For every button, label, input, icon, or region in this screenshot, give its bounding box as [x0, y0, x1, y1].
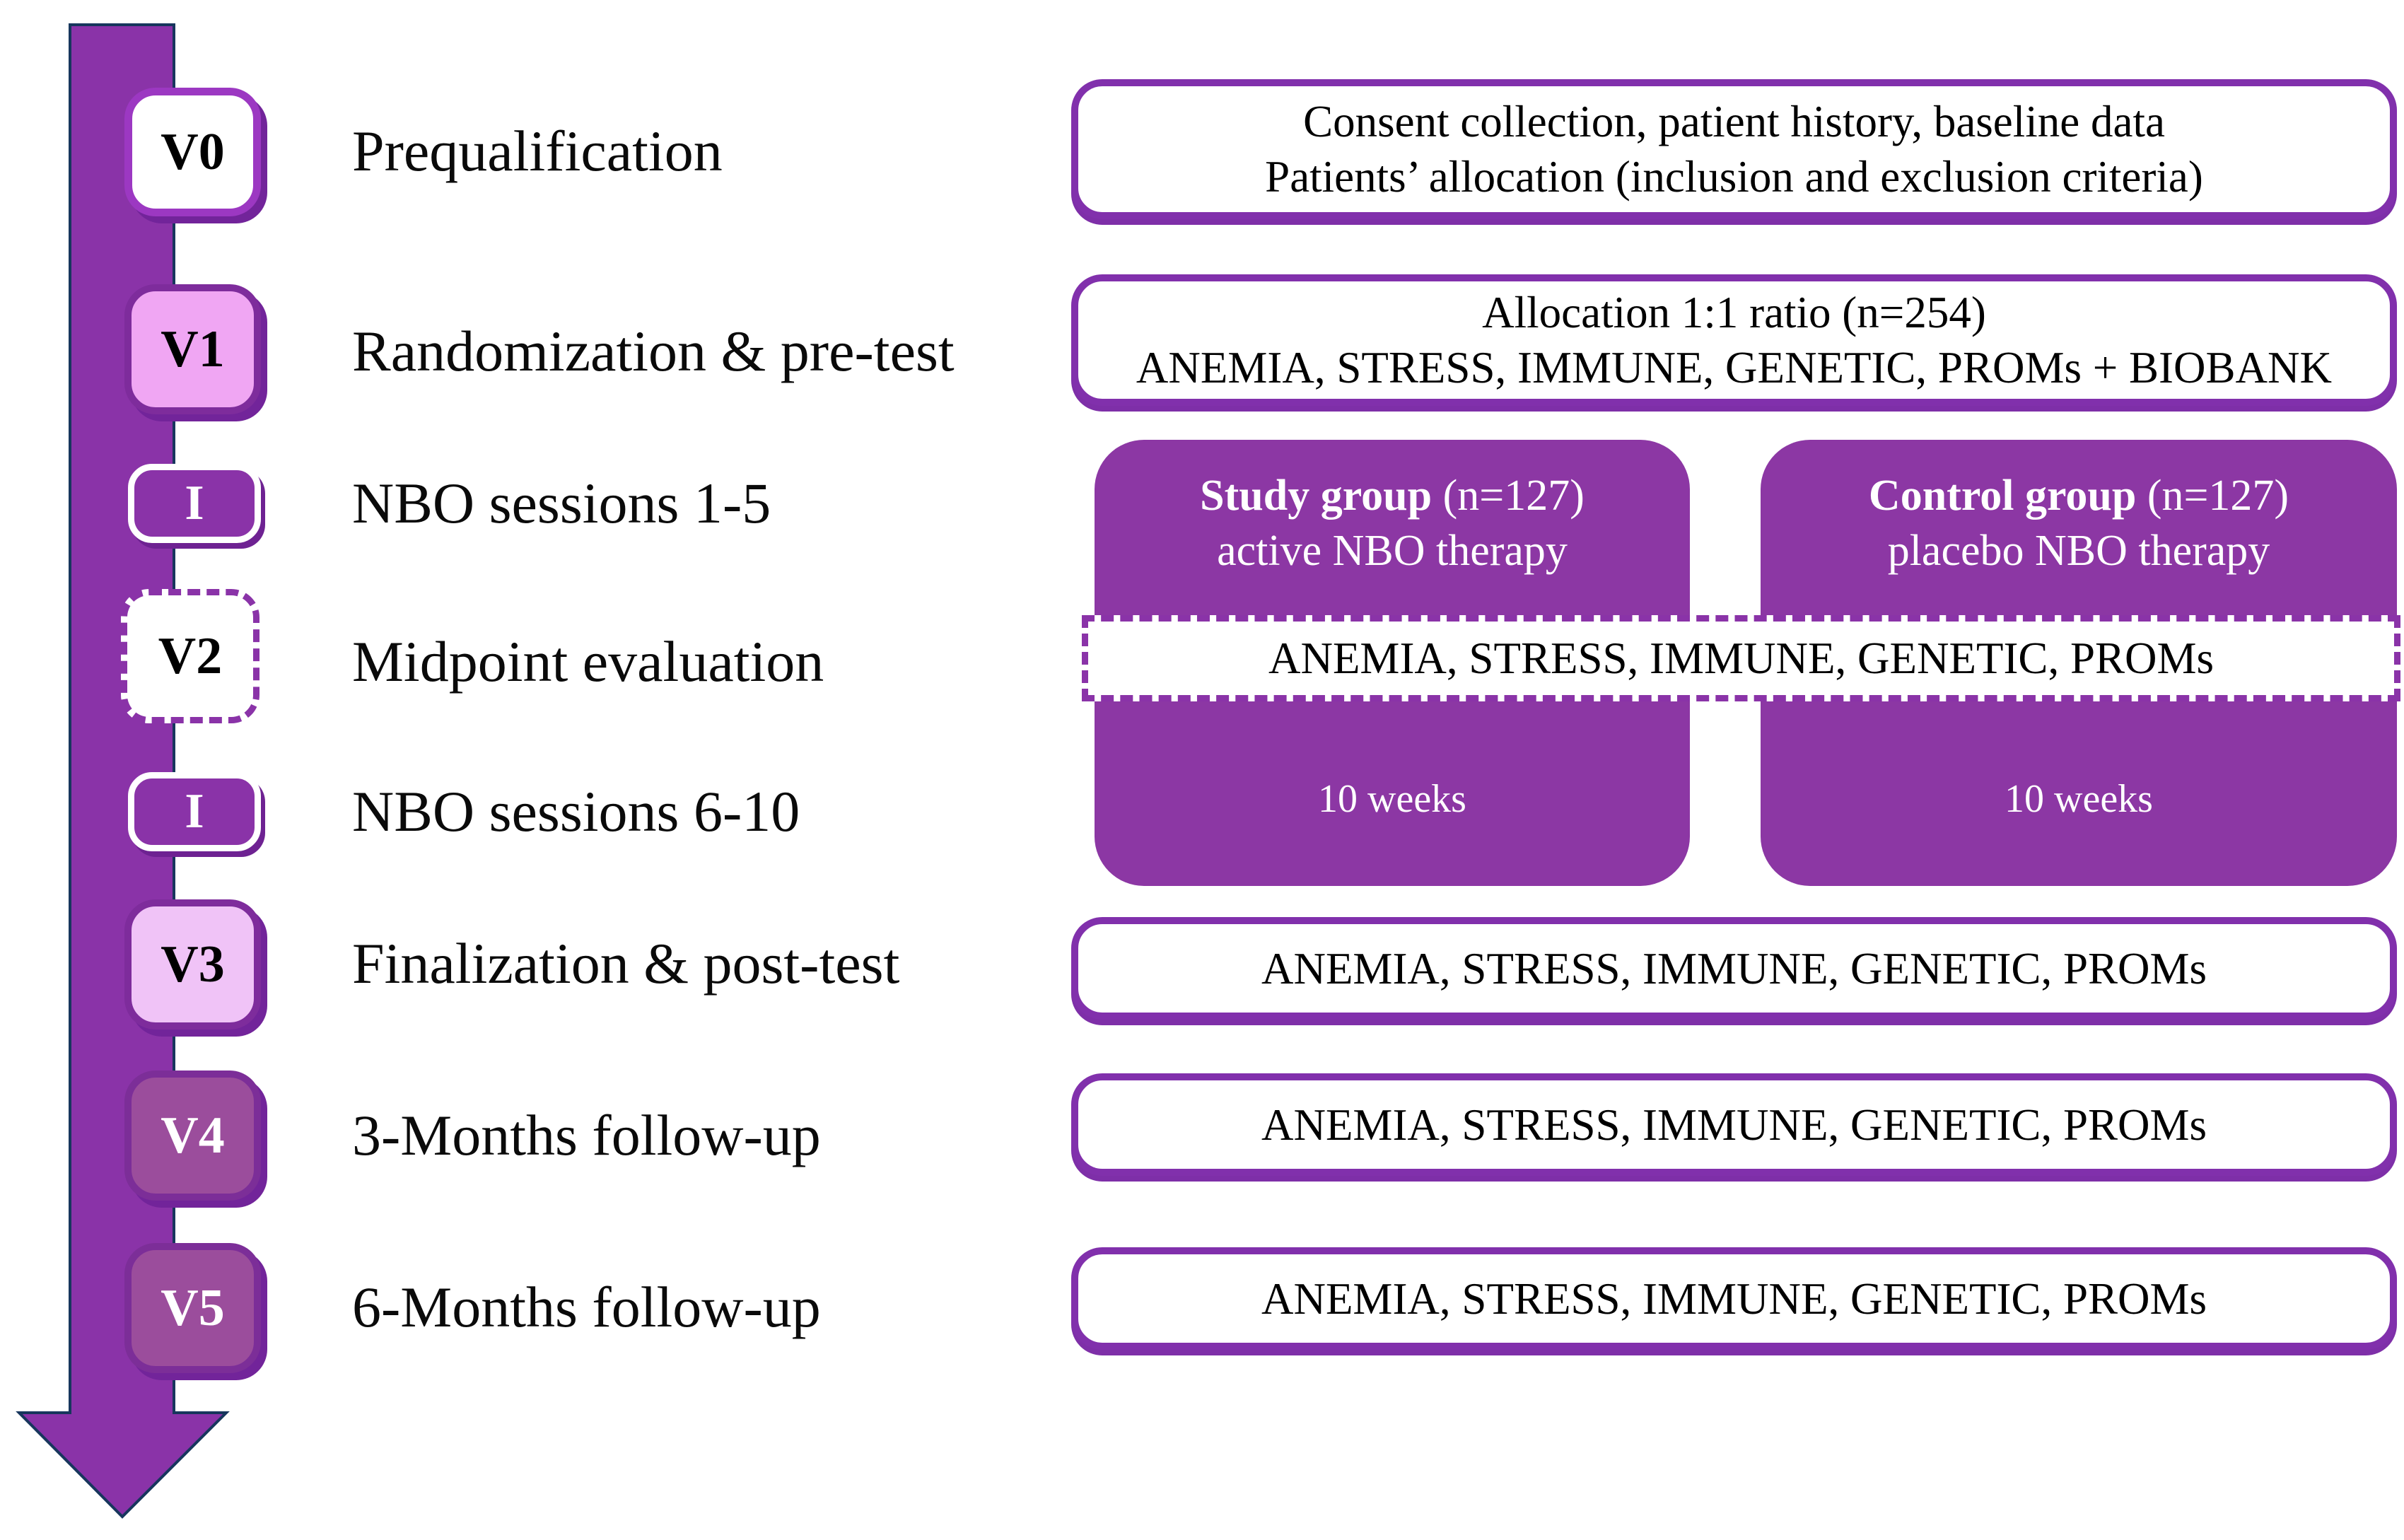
- post-test-panel: ANEMIA, STRESS, IMMUNE, GENETIC, PROMs: [1071, 917, 2397, 1020]
- followup-6m-text: ANEMIA, STRESS, IMMUNE, GENETIC, PROMs: [1261, 1273, 2207, 1324]
- control-group-duration: 10 weeks: [2005, 777, 2153, 821]
- stage-label-nbo-sessions-6-10: NBO sessions 6-10: [352, 779, 800, 844]
- milestone-badge-v5: V5: [124, 1243, 261, 1373]
- milestone-badge-v1: V1: [124, 284, 261, 414]
- study-group-title: Study group (n=127): [1095, 468, 1690, 523]
- control-group-name: Control group: [1868, 472, 2137, 520]
- followup-6m-panel: ANEMIA, STRESS, IMMUNE, GENETIC, PROMs: [1071, 1247, 2397, 1350]
- stage-label-3-months-followup: 3-Months follow-up: [352, 1103, 821, 1167]
- prequalification-line1: Consent collection, patient history, bas…: [1303, 97, 2165, 146]
- stage-label-prequalification: Prequalification: [352, 119, 723, 183]
- followup-3m-panel: ANEMIA, STRESS, IMMUNE, GENETIC, PROMs: [1071, 1073, 2397, 1176]
- down-arrow-shape: [16, 23, 230, 1519]
- milestone-badge-v2-dashed: V2: [121, 589, 259, 723]
- milestone-badge-v3: V3: [124, 899, 261, 1029]
- milestone-badge-intervention-2: I: [128, 772, 261, 851]
- post-test-text: ANEMIA, STRESS, IMMUNE, GENETIC, PROMs: [1261, 943, 2207, 993]
- study-group-n: (n=127): [1442, 472, 1585, 520]
- milestone-badge-v4: V4: [124, 1071, 261, 1201]
- control-group-title: Control group (n=127): [1761, 468, 2397, 523]
- control-group-n: (n=127): [2147, 472, 2289, 520]
- stage-label-midpoint-evaluation: Midpoint evaluation: [352, 629, 824, 694]
- randomization-panel: Allocation 1:1 ratio (n=254) ANEMIA, STR…: [1071, 274, 2397, 406]
- milestone-badge-v0: V0: [124, 88, 261, 216]
- study-group-name: Study group: [1200, 472, 1433, 520]
- followup-3m-text: ANEMIA, STRESS, IMMUNE, GENETIC, PROMs: [1261, 1099, 2207, 1150]
- stage-label-nbo-sessions-1-5: NBO sessions 1-5: [352, 471, 771, 535]
- randomization-line1: Allocation 1:1 ratio (n=254): [1482, 288, 1986, 337]
- study-group-therapy: active NBO therapy: [1217, 527, 1568, 575]
- milestone-badge-intervention-1: I: [128, 464, 261, 543]
- midpoint-evaluation-strip: ANEMIA, STRESS, IMMUNE, GENETIC, PROMs: [1082, 615, 2400, 701]
- study-group-duration: 10 weeks: [1318, 777, 1466, 821]
- prequalification-panel: Consent collection, patient history, bas…: [1071, 79, 2397, 219]
- stage-label-finalization: Finalization & post-test: [352, 931, 900, 996]
- prequalification-line2: Patients’ allocation (inclusion and excl…: [1265, 152, 2203, 202]
- randomization-line2: ANEMIA, STRESS, IMMUNE, GENETIC, PROMs +…: [1136, 343, 2333, 392]
- stage-label-6-months-followup: 6-Months follow-up: [352, 1275, 821, 1339]
- randomized-groups-block: Study group (n=127) active NBO therapy 1…: [1082, 440, 2400, 886]
- stage-label-randomization: Randomization & pre-test: [352, 319, 955, 383]
- midpoint-strip-text: ANEMIA, STRESS, IMMUNE, GENETIC, PROMs: [1268, 633, 2215, 683]
- control-group-therapy: placebo NBO therapy: [1887, 527, 2270, 575]
